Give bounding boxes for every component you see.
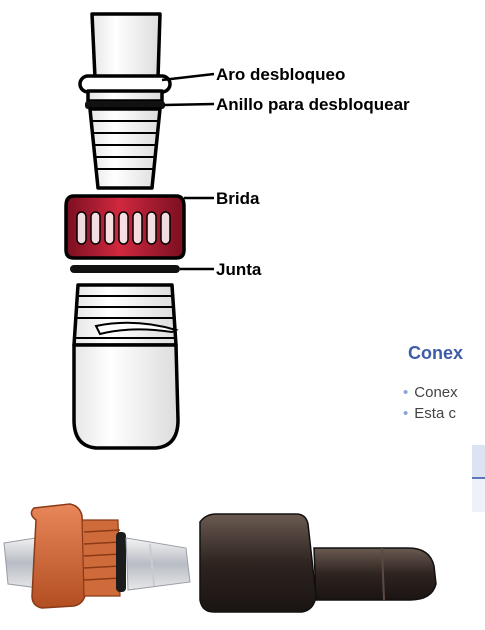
section-heading: Conex — [408, 343, 464, 363]
table-header-stub — [472, 445, 485, 477]
table-row-stub — [472, 479, 485, 512]
label-unlock-ring: Anillo para desbloquear — [216, 95, 410, 114]
table-divider — [472, 477, 485, 479]
bullet-dot-icon: • — [403, 405, 409, 422]
leader-release-ring — [161, 72, 215, 82]
bullet-item: • Conex — [403, 384, 458, 401]
gasket — [70, 265, 180, 273]
bullet-item: • Esta c — [403, 405, 456, 422]
upper-thread-lines — [92, 120, 158, 170]
lower-sleeve — [72, 343, 180, 450]
lower-thread-lines — [75, 295, 179, 339]
label-release-ring: Aro desbloqueo — [216, 65, 346, 84]
lower-threaded-body — [72, 283, 178, 347]
unlock-ring — [85, 101, 165, 109]
bullet-text: Esta c — [414, 405, 456, 422]
flange-grip-ribs — [76, 211, 171, 245]
label-flange: Brida — [216, 189, 260, 208]
label-gasket: Junta — [216, 260, 262, 279]
leader-unlock-ring — [163, 102, 215, 107]
upper-coupling — [78, 12, 172, 103]
bullet-dot-icon: • — [403, 384, 409, 401]
callout-leaders — [161, 72, 215, 271]
connector-photo — [0, 486, 485, 630]
bullet-text: Conex — [414, 384, 458, 401]
